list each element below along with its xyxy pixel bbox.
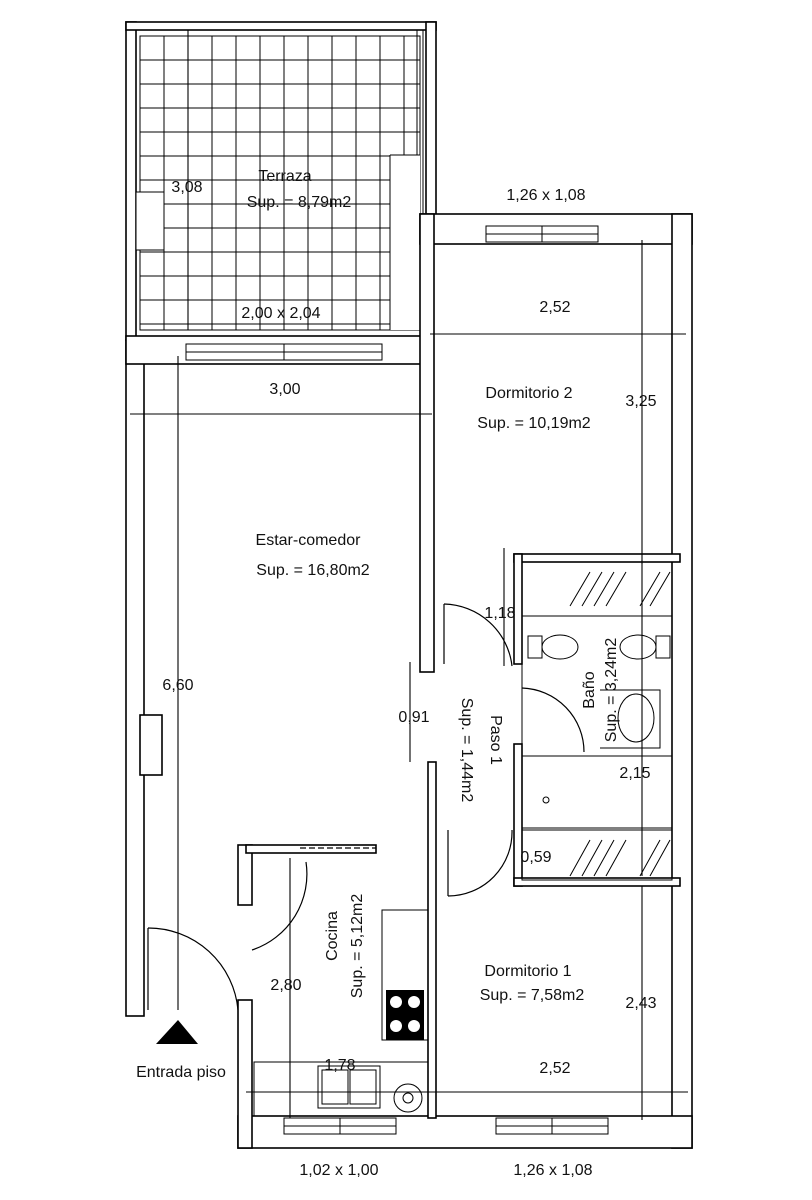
paso-name: Paso 1 <box>487 715 504 765</box>
dorm2-window-dim: 1,26 x 1,08 <box>506 187 585 204</box>
cocina-window-dim: 1,02 x 1,00 <box>299 1162 378 1179</box>
terraza-name: Terraza <box>258 168 311 185</box>
dorm1-name: Dormitorio 1 <box>484 963 571 980</box>
terraza-area <box>125 21 437 341</box>
labels: Terraza Sup. = 8,79m2 3,08 2,00 x 2,04 1… <box>136 168 657 1179</box>
dimension-lines <box>130 30 688 1120</box>
dorm1-area: Sup. = 7,58m2 <box>480 987 585 1004</box>
cocina-area: Sup. = 5,12m2 <box>349 894 366 999</box>
dorm2-width-dim: 2,52 <box>539 299 570 316</box>
bano-area: Sup. = 3,24m2 <box>603 638 620 743</box>
dorm1-height-dim: 2,43 <box>625 995 656 1012</box>
dorm2-name: Dormitorio 2 <box>485 385 572 402</box>
fixtures <box>156 571 671 1113</box>
paso-area: Sup. = 1,44m2 <box>458 698 475 803</box>
dorm1-window-dim: 1,26 x 1,08 <box>513 1162 592 1179</box>
dorm2-area: Sup. = 10,19m2 <box>477 415 591 432</box>
entrance-label: Entrada piso <box>136 1064 226 1081</box>
dorm1-width-dim: 2,52 <box>539 1060 570 1077</box>
bano-name: Baño <box>581 671 598 708</box>
doors <box>147 603 585 1011</box>
terraza-height-dim: 3,08 <box>171 179 202 196</box>
cocina-width-dim: 1,78 <box>324 1057 355 1074</box>
terraza-window-dim: 2,00 x 2,04 <box>241 305 320 322</box>
cocina-height-dim: 2,80 <box>270 977 301 994</box>
estar-height-dim: 6,60 <box>162 677 193 694</box>
paso-width-dim: 0,91 <box>398 709 429 726</box>
dorm2-height-dim: 3,25 <box>625 393 656 410</box>
estar-name: Estar-comedor <box>256 532 362 549</box>
bano-lower-dim: 0,59 <box>520 849 551 866</box>
outer-walls <box>125 213 693 1149</box>
estar-width-dim: 3,00 <box>269 381 300 398</box>
bano-width-dim: 1,18 <box>484 605 515 622</box>
cocina-name: Cocina <box>324 911 341 961</box>
windows <box>185 225 609 1135</box>
estar-area: Sup. = 16,80m2 <box>256 562 370 579</box>
bano-height-dim: 2,15 <box>619 765 650 782</box>
terraza-area: Sup. = 8,79m2 <box>247 194 352 211</box>
